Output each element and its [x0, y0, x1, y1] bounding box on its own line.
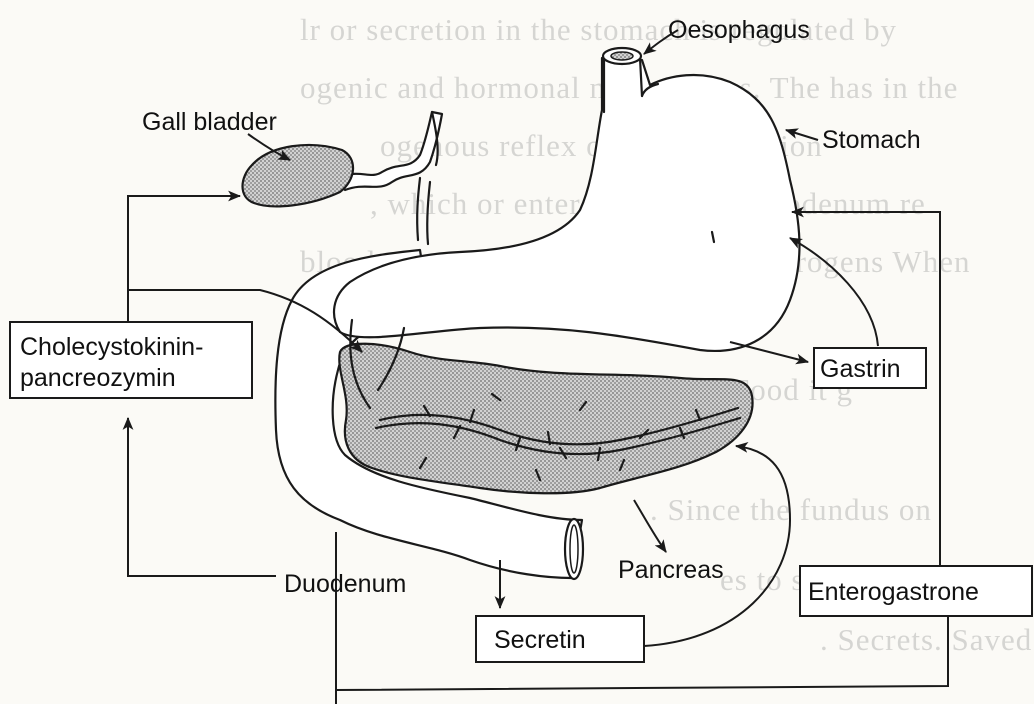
cck-to-gall-bladder-arrow: [128, 196, 240, 322]
gastrin-label: Gastrin: [820, 355, 901, 383]
secretin-box: Secretin: [476, 616, 644, 662]
cck-box: Cholecystokinin- pancreozymin: [10, 322, 252, 398]
duodenum-to-cck-arrow: [128, 418, 276, 576]
pancreas-label: Pancreas: [618, 556, 724, 584]
secretin-label: Secretin: [494, 626, 586, 654]
secretin-to-pancreas-arrow: [644, 446, 790, 646]
cck-label-line2: pancreozymin: [20, 364, 176, 392]
gall-bladder: [243, 145, 354, 206]
gastrin-box: Gastrin: [814, 348, 926, 388]
stomach-to-gastrin-arrow: [730, 342, 808, 362]
enterogastrone-box: Enterogastrone: [800, 566, 1032, 616]
gall-bladder-label: Gall bladder: [142, 108, 277, 136]
cck-label-line1: Cholecystokinin-: [20, 333, 203, 361]
stomach-label: Stomach: [822, 126, 921, 154]
oesophagus-label: Oesophagus: [668, 16, 810, 44]
enterogastrone-label: Enterogastrone: [808, 578, 979, 606]
duodenum-label: Duodenum: [284, 570, 406, 598]
svg-text:. Secrets. Saved: . Secrets. Saved: [820, 622, 1032, 657]
